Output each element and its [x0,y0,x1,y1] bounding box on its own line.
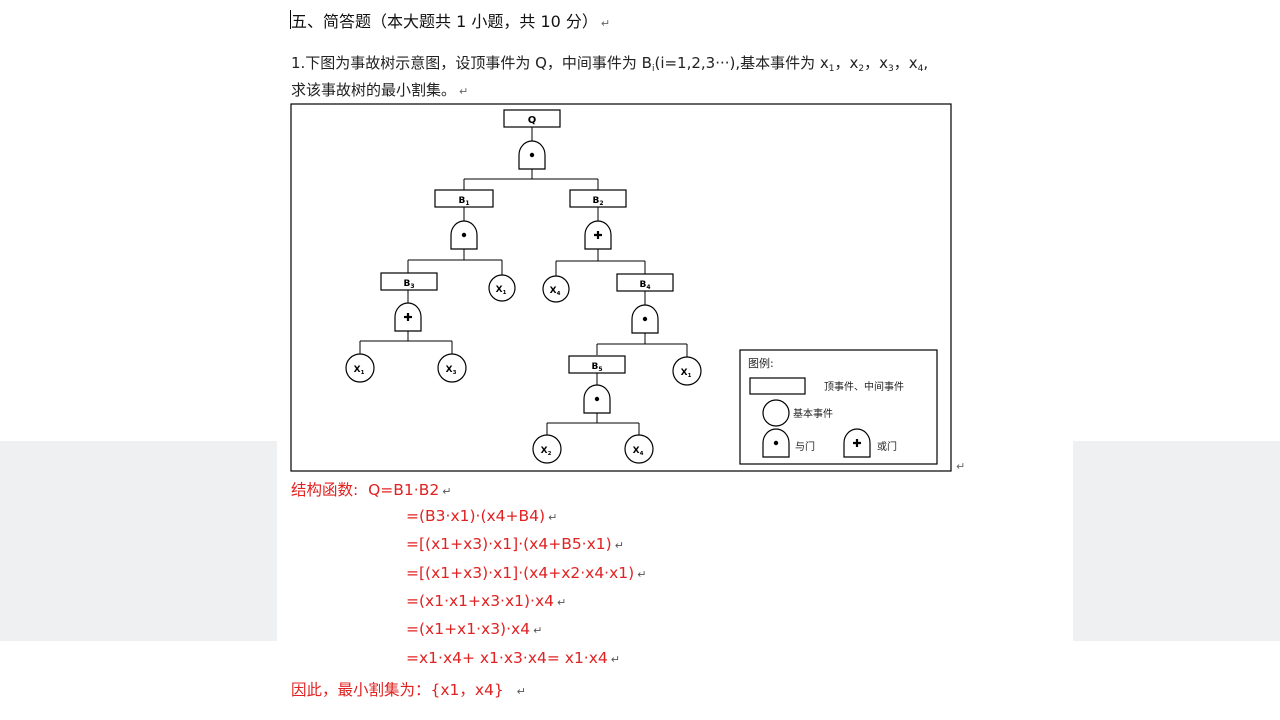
basic-event-x4: X4 [542,275,570,303]
fault-tree-diagram: Q B1 B2 B3 X1 X4 B4 X1 X3 B5 [290,103,952,472]
paragraph-mark: ↵ [614,539,624,552]
document-page [277,0,1073,720]
basic-event-x2: X2 [532,434,562,464]
svg-text:X4: X4 [550,286,561,297]
event-B1: B1 [434,189,494,208]
section-title[interactable]: 五、简答题（本大题共 1 小题，共 10 分）↵ [291,12,611,31]
basic-event-x1: X1 [672,356,702,386]
svg-text:X1: X1 [496,285,507,296]
text-cursor [290,10,291,29]
answer-line-0[interactable]: 结构函数: Q=B1·B2↵ [291,481,452,499]
question-line-1[interactable]: 1.下图为事故树示意图，设顶事件为 Q，中间事件为 Bi(i=1,2,3···)… [291,54,929,74]
paragraph-mark: ↵ [610,653,620,666]
basic-event-x1: X1 [488,274,516,302]
svg-text:基本事件: 基本事件 [793,407,833,420]
side-band-left [0,441,277,641]
answer-line-3[interactable]: =[(x1+x3)·x1]·(x4+x2·x4·x1)↵ [406,564,647,582]
basic-event-x4: X4 [624,434,654,464]
and-gate-icon [583,384,611,414]
svg-text:X1: X1 [681,368,692,379]
and-gate-icon [518,140,546,170]
answer-line-6[interactable]: =x1·x4+ x1·x3·x4= x1·x4↵ [406,649,620,667]
svg-text:B4: B4 [639,280,650,291]
basic-event-x3: X3 [437,353,467,383]
event-B2: B2 [569,189,627,208]
paragraph-mark: ↵ [533,624,543,637]
svg-text:B2: B2 [592,196,603,207]
legend-rect-icon [749,377,806,395]
side-band-right [1073,441,1280,641]
answer-line-1[interactable]: =(B3·x1)·(x4+B4)↵ [406,507,558,525]
svg-text:X4: X4 [633,446,644,457]
paragraph-mark: ↵ [956,460,966,473]
event-B5: B5 [568,355,626,374]
svg-text:X2: X2 [541,446,552,457]
legend-box: 图例: 顶事件、中间事件 基本事件 与门 或门 [739,349,938,465]
svg-text:顶事件、中间事件: 顶事件、中间事件 [824,380,904,393]
tree-connectors [359,127,688,435]
and-gate-icon [631,304,659,334]
svg-text:与门: 与门 [795,440,815,453]
and-gate-icon [450,220,478,250]
paragraph-mark: ↵ [600,17,611,30]
diagram-frame [290,103,952,472]
or-gate-icon [393,301,423,333]
paragraph-mark: ↵ [637,568,647,581]
answer-line-4[interactable]: =(x1·x1+x3·x1)·x4↵ [406,592,567,610]
answer-line-2[interactable]: =[(x1+x3)·x1]·(x4+B5·x1)↵ [406,535,624,553]
or-gate-icon [583,219,613,251]
svg-text:B1: B1 [458,196,469,207]
top-event-Q: Q [503,109,561,128]
answer-line-5[interactable]: =(x1+x1·x3)·x4↵ [406,620,543,638]
paragraph-mark: ↵ [516,685,526,698]
paragraph-mark: ↵ [442,485,452,498]
event-B4: B4 [616,273,674,292]
svg-text:或门: 或门 [877,440,897,453]
svg-text:X1: X1 [354,365,365,376]
paragraph-mark: ↵ [548,511,558,524]
basic-event-x1: X1 [345,353,375,383]
svg-text:图例:: 图例: [748,356,774,370]
svg-text:B3: B3 [403,279,414,290]
svg-text:Q: Q [528,115,537,126]
event-B3: B3 [380,272,438,291]
question-line-2[interactable]: 求该事故树的最小割集。↵ [291,81,469,99]
svg-text:B5: B5 [591,362,602,373]
paragraph-mark: ↵ [459,85,469,98]
answer-conclusion[interactable]: 因此，最小割集为：{x1，x4} ↵ [291,681,526,699]
legend-or-gate-icon [842,427,872,459]
svg-text:X3: X3 [446,365,457,376]
legend-and-gate-icon [762,428,790,458]
paragraph-mark: ↵ [557,596,567,609]
legend-circle-icon [762,399,790,427]
